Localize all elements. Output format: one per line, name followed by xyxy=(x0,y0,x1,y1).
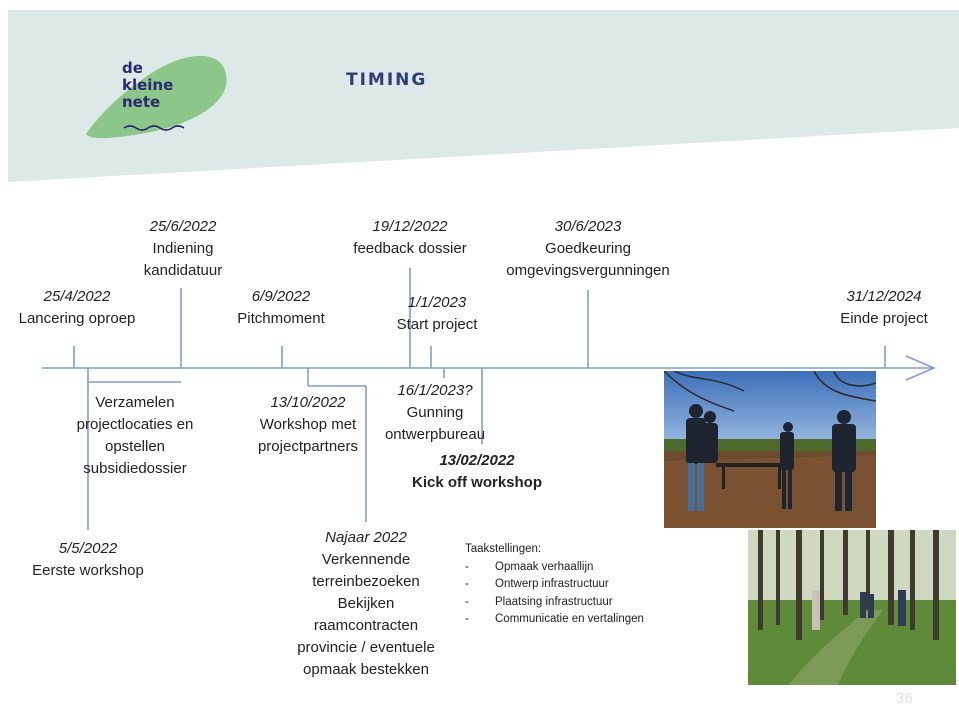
header-band xyxy=(8,10,959,182)
milestone-6-9-2022: 6/9/2022 Pitchmoment xyxy=(237,286,325,330)
milestone-label: ontwerpbureau xyxy=(384,426,486,443)
milestone-label: Start project xyxy=(396,316,478,333)
logo: de kleine nete xyxy=(122,60,173,111)
milestone-label: projectlocaties en xyxy=(76,416,194,433)
milestone-label: Gunning xyxy=(406,404,464,421)
milestone-31-12-2024: 31/12/2024 Einde project xyxy=(840,286,928,330)
group-photo-park xyxy=(664,371,876,528)
milestone-5-5-2022: 5/5/2022 Eerste workshop xyxy=(32,538,144,582)
milestone-date: 16/1/2023? xyxy=(397,382,473,399)
milestone-label: Eerste workshop xyxy=(32,562,144,579)
milestone-label: Bekijken xyxy=(337,595,395,612)
milestone-label: kandidatuur xyxy=(143,262,223,279)
logo-blob xyxy=(86,55,227,139)
task-item: -Opmaak verhaallijn xyxy=(465,560,594,573)
milestone-30-6-2023: 30/6/2023 Goedkeuring omgevingsvergunnin… xyxy=(506,216,669,282)
milestone-date: 5/5/2022 xyxy=(58,540,118,557)
task-item: -Plaatsing infrastructuur xyxy=(465,595,613,608)
milestone-date: Najaar 2022 xyxy=(325,529,407,546)
logo-line-2: kleine xyxy=(122,76,174,94)
task-list: Taakstellingen: -Opmaak verhaallijn -Ont… xyxy=(465,541,644,629)
milestone-19-12-2022: 19/12/2022 feedback dossier xyxy=(353,216,466,260)
milestone-label: raamcontracten xyxy=(313,617,419,634)
task-list-heading: Taakstellingen: xyxy=(465,543,542,555)
milestone-date: 30/6/2023 xyxy=(554,218,622,235)
milestone-date: 1/1/2023 xyxy=(407,294,467,311)
milestone-date: 31/12/2024 xyxy=(846,288,922,305)
milestone-date: 13/10/2022 xyxy=(270,394,346,411)
forest-photo xyxy=(748,530,956,685)
task-item-label: Plaatsing infrastructuur xyxy=(495,595,613,608)
milestone-label: subsidiedossier xyxy=(83,460,187,477)
milestone-13-02-2022: 13/02/2022 Kick off workshop xyxy=(412,450,542,494)
milestone-label: omgevingsvergunningen xyxy=(506,262,670,279)
milestone-label: Indiening xyxy=(152,240,214,257)
milestone-label: Goedkeuring xyxy=(545,240,631,257)
milestone-label: terreinbezoeken xyxy=(312,573,420,590)
task-item-label: Ontwerp infrastructuur xyxy=(495,578,609,590)
milestone-25-6-2022: 25/6/2022 Indiening kandidatuur xyxy=(144,216,222,282)
milestone-date: 25/4/2022 xyxy=(43,288,111,305)
milestone-date: 19/12/2022 xyxy=(372,218,448,235)
task-item-label: Communicatie en vertalingen xyxy=(495,613,644,625)
logo-line-1: de xyxy=(122,59,143,77)
milestone-label: Workshop met xyxy=(259,416,357,433)
logo-line-3: nete xyxy=(122,93,161,111)
milestone-25-4-2022: 25/4/2022 Lancering oproep xyxy=(19,286,136,330)
milestone-najaar-2022: Najaar 2022 Verkennende terreinbezoeken … xyxy=(297,527,435,681)
task-item: -Ontwerp infrastructuur xyxy=(465,578,609,590)
page-title: TIMING xyxy=(346,70,428,90)
milestone-label: opmaak bestekken xyxy=(303,661,429,678)
milestone-label: projectpartners xyxy=(257,438,359,455)
milestone-label: Pitchmoment xyxy=(237,310,325,327)
milestone-date: 13/02/2022 xyxy=(439,452,515,469)
milestone-label: Kick off workshop xyxy=(411,474,543,491)
task-item: -Communicatie en vertalingen xyxy=(465,613,644,625)
page-number: 36 xyxy=(896,690,913,707)
milestone-1-1-2023: 1/1/2023 Start project xyxy=(397,292,478,336)
milestone-label: Lancering oproep xyxy=(18,310,136,327)
milestone-verzamelen: Verzamelen projectlocaties en opstellen … xyxy=(77,392,194,480)
milestone-label: Einde project xyxy=(840,310,928,327)
milestone-13-10-2022: 13/10/2022 Workshop met projectpartners xyxy=(258,392,358,458)
milestone-label: opstellen xyxy=(104,438,166,455)
timeline-arrowhead xyxy=(905,355,937,381)
milestone-date: 6/9/2022 xyxy=(251,288,311,305)
milestone-label: Verzamelen xyxy=(95,394,175,411)
milestone-date: 25/6/2022 xyxy=(149,218,217,235)
task-item-label: Opmaak verhaallijn xyxy=(495,560,594,573)
milestone-16-1-2023: 16/1/2023? Gunning ontwerpbureau xyxy=(385,380,485,446)
milestone-label: Verkennende xyxy=(321,551,411,568)
milestone-label: provincie / eventuele xyxy=(297,639,435,656)
milestone-label: feedback dossier xyxy=(353,240,467,257)
